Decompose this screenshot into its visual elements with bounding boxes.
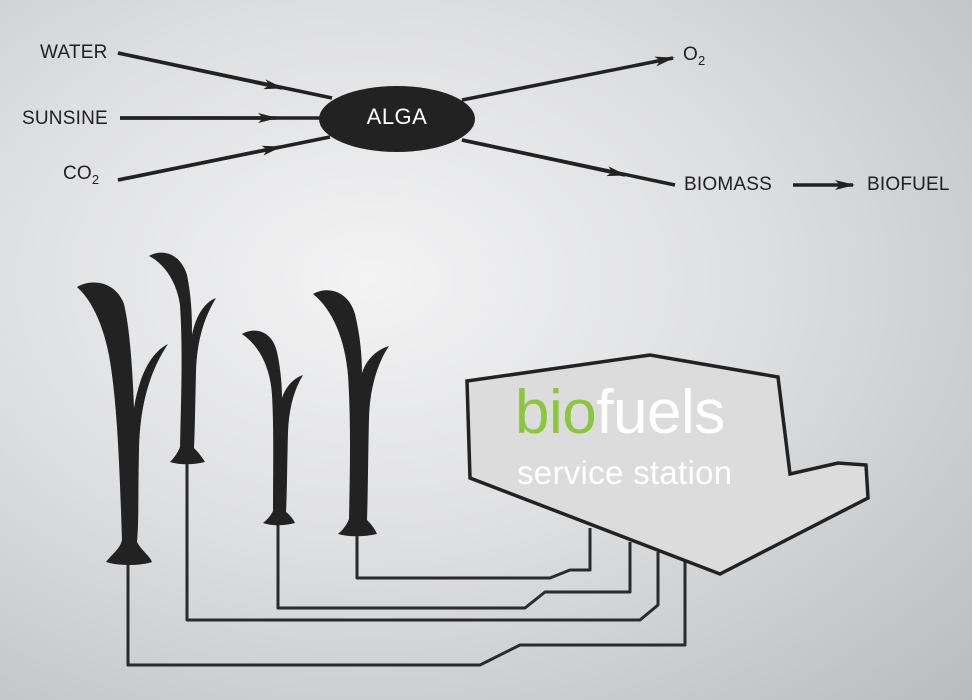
pipes	[126, 460, 687, 667]
biofuel-label: BIOFUEL	[867, 174, 950, 195]
co2-subscript: 2	[91, 172, 100, 187]
service-station-building	[465, 353, 870, 576]
algae-plants	[77, 252, 389, 565]
station-title: biofuels	[515, 382, 725, 444]
pipe-3	[276, 520, 632, 610]
algae-plant-1	[77, 282, 168, 565]
sunshine-label: SUNSINE	[22, 108, 108, 129]
input-arrows	[117, 51, 333, 182]
pipe-4	[355, 528, 592, 580]
water-arrow	[117, 51, 284, 90]
o2-label: O2	[683, 44, 705, 68]
co2-arrow	[117, 145, 282, 182]
water-label: WATER	[40, 42, 108, 63]
alga-label: ALGA	[366, 104, 428, 129]
algae-plant-4	[313, 290, 389, 537]
station-title-bio: bio	[515, 378, 597, 447]
algae-plant-3	[242, 330, 303, 526]
pipe-2	[185, 460, 660, 622]
biomass-label: BIOMASS	[684, 174, 772, 195]
co2-base: CO	[63, 163, 92, 184]
o2-base: O	[683, 44, 698, 65]
o2-arrow	[461, 56, 675, 102]
algae-plant-2	[149, 252, 216, 465]
biomass-arrow	[461, 138, 627, 177]
pipe-1	[126, 560, 687, 667]
alga-node	[319, 86, 475, 152]
station-title-fuels: fuels	[596, 378, 725, 447]
station-subtitle: service station	[517, 454, 733, 491]
co2-label: CO2	[63, 163, 99, 187]
o2-subscript: 2	[697, 53, 706, 68]
output-arrows	[461, 56, 855, 190]
